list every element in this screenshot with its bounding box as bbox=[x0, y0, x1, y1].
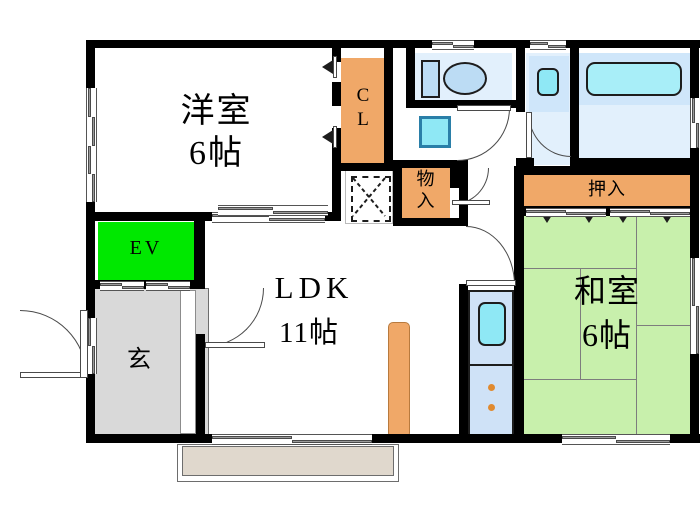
hall-door-leaf[interactable] bbox=[466, 280, 516, 286]
tatami-seam bbox=[524, 379, 636, 380]
wall-washroom-right-seg bbox=[516, 100, 525, 112]
stove-burner-icon bbox=[488, 384, 495, 391]
wall-washroom-left bbox=[516, 48, 525, 106]
toilet-tank-icon bbox=[421, 60, 440, 98]
window-western-left-upper[interactable] bbox=[86, 88, 97, 146]
wall-japanese-left bbox=[514, 215, 524, 441]
storage-oshiire bbox=[524, 172, 690, 210]
oshiire-bifold-icon-4[interactable] bbox=[660, 212, 674, 223]
wall-toilet-bottom bbox=[406, 100, 516, 108]
cl-door-track-bottom bbox=[333, 126, 337, 148]
washbasin-icon bbox=[537, 68, 559, 96]
label-western-room: 洋室 bbox=[180, 93, 253, 130]
toilet-door-leaf[interactable] bbox=[457, 105, 511, 111]
oshiire-label: 押入 bbox=[588, 179, 626, 199]
window-japanese-bottom[interactable] bbox=[562, 434, 670, 445]
cl-label-l: L bbox=[357, 109, 369, 130]
storage-cl bbox=[341, 58, 385, 164]
kitchen-counter-divider bbox=[468, 364, 514, 366]
oshiire-door-track-left[interactable] bbox=[526, 208, 606, 217]
wall-oshiire-left bbox=[514, 166, 524, 216]
monoire-door-leaf[interactable] bbox=[452, 200, 490, 205]
label-japanese-size: 6帖 bbox=[581, 317, 632, 353]
bathtub-icon bbox=[586, 62, 682, 96]
wall-monoire-left bbox=[393, 160, 402, 226]
window-japanese-right[interactable] bbox=[690, 258, 700, 354]
oshiire-door-track-right[interactable] bbox=[610, 208, 690, 217]
wall-right bbox=[690, 40, 699, 442]
cl-bifold-icon-top[interactable] bbox=[322, 60, 333, 74]
entrance-door-jamb[interactable] bbox=[80, 310, 88, 378]
kitchen-sink-icon bbox=[478, 302, 506, 346]
wall-monoire-top bbox=[393, 160, 459, 168]
stove-burner-icon bbox=[488, 404, 495, 411]
entrance-door-arc[interactable] bbox=[20, 310, 87, 377]
kitchen-counter-icon bbox=[468, 290, 514, 436]
wall-cl-bottom bbox=[341, 163, 393, 171]
oshiire-bifold-icon-2[interactable] bbox=[582, 212, 596, 223]
storage-monoire bbox=[402, 166, 450, 218]
label-ldk-size: 11帖 bbox=[279, 317, 339, 349]
window-toilet-top[interactable] bbox=[432, 40, 474, 50]
tatami-seam bbox=[580, 268, 581, 379]
window-ldk-balcony[interactable] bbox=[212, 434, 372, 445]
washing-machine-icon bbox=[419, 116, 451, 148]
tatami-seam bbox=[636, 325, 690, 326]
wall-western-bottom-2 bbox=[325, 212, 341, 221]
window-western-left-lower[interactable] bbox=[86, 146, 97, 202]
oshiire-bifold-icon-3[interactable] bbox=[616, 212, 630, 223]
toilet-bowl-icon bbox=[443, 62, 487, 95]
room-ldk bbox=[205, 216, 471, 438]
window-bath-right[interactable] bbox=[690, 98, 700, 148]
balcony-rail bbox=[177, 444, 399, 482]
balcony bbox=[182, 446, 394, 476]
wall-cl-right bbox=[384, 40, 393, 168]
wall-ldk-left-lower bbox=[196, 334, 205, 442]
wall-western-right-2 bbox=[332, 82, 341, 106]
ldk-door-leaf[interactable] bbox=[205, 342, 265, 348]
cl-bifold-icon-bottom[interactable] bbox=[322, 130, 333, 144]
wall-ldk-right-lower bbox=[459, 284, 468, 442]
monoire-label-1: 物 bbox=[416, 169, 436, 189]
bathroom-door-leaf[interactable] bbox=[526, 112, 532, 158]
label-ev: EV bbox=[129, 237, 163, 259]
loft-hatch-cross-icon bbox=[352, 177, 386, 217]
wall-oshiire-top bbox=[514, 166, 694, 175]
cl-label-c: C bbox=[356, 85, 370, 106]
sliding-door-ldk-top[interactable] bbox=[218, 205, 328, 216]
wall-western-bottom bbox=[86, 212, 212, 221]
cl-door-track-top bbox=[333, 56, 337, 78]
window-ev-bottom-2[interactable] bbox=[146, 281, 190, 291]
wall-top bbox=[94, 40, 700, 48]
wall-ev-right bbox=[194, 216, 205, 288]
wall-toilet-left bbox=[406, 48, 415, 106]
label-genkan: 玄 bbox=[127, 347, 151, 373]
room-western bbox=[94, 46, 339, 214]
label-western-size: 6帖 bbox=[189, 135, 244, 172]
oshiire-bifold-icon-1[interactable] bbox=[540, 212, 554, 223]
window-washbasin-top[interactable] bbox=[530, 40, 566, 50]
wall-washroom-bottom bbox=[516, 158, 534, 166]
entrance-door-leaf[interactable] bbox=[20, 372, 88, 378]
area-ev bbox=[98, 222, 194, 280]
window-ev-bottom[interactable] bbox=[100, 281, 144, 291]
monoire-label-2: 入 bbox=[416, 191, 436, 211]
wall-bath-bottom bbox=[570, 158, 690, 166]
wall-bath-divider bbox=[570, 48, 579, 166]
wall-monoire-bottom bbox=[393, 218, 459, 226]
label-ldk-room: LDK bbox=[274, 270, 354, 305]
wall-western-right bbox=[332, 40, 341, 62]
wall-western-right-3 bbox=[332, 128, 341, 220]
label-japanese-room: 和室 bbox=[573, 273, 640, 309]
